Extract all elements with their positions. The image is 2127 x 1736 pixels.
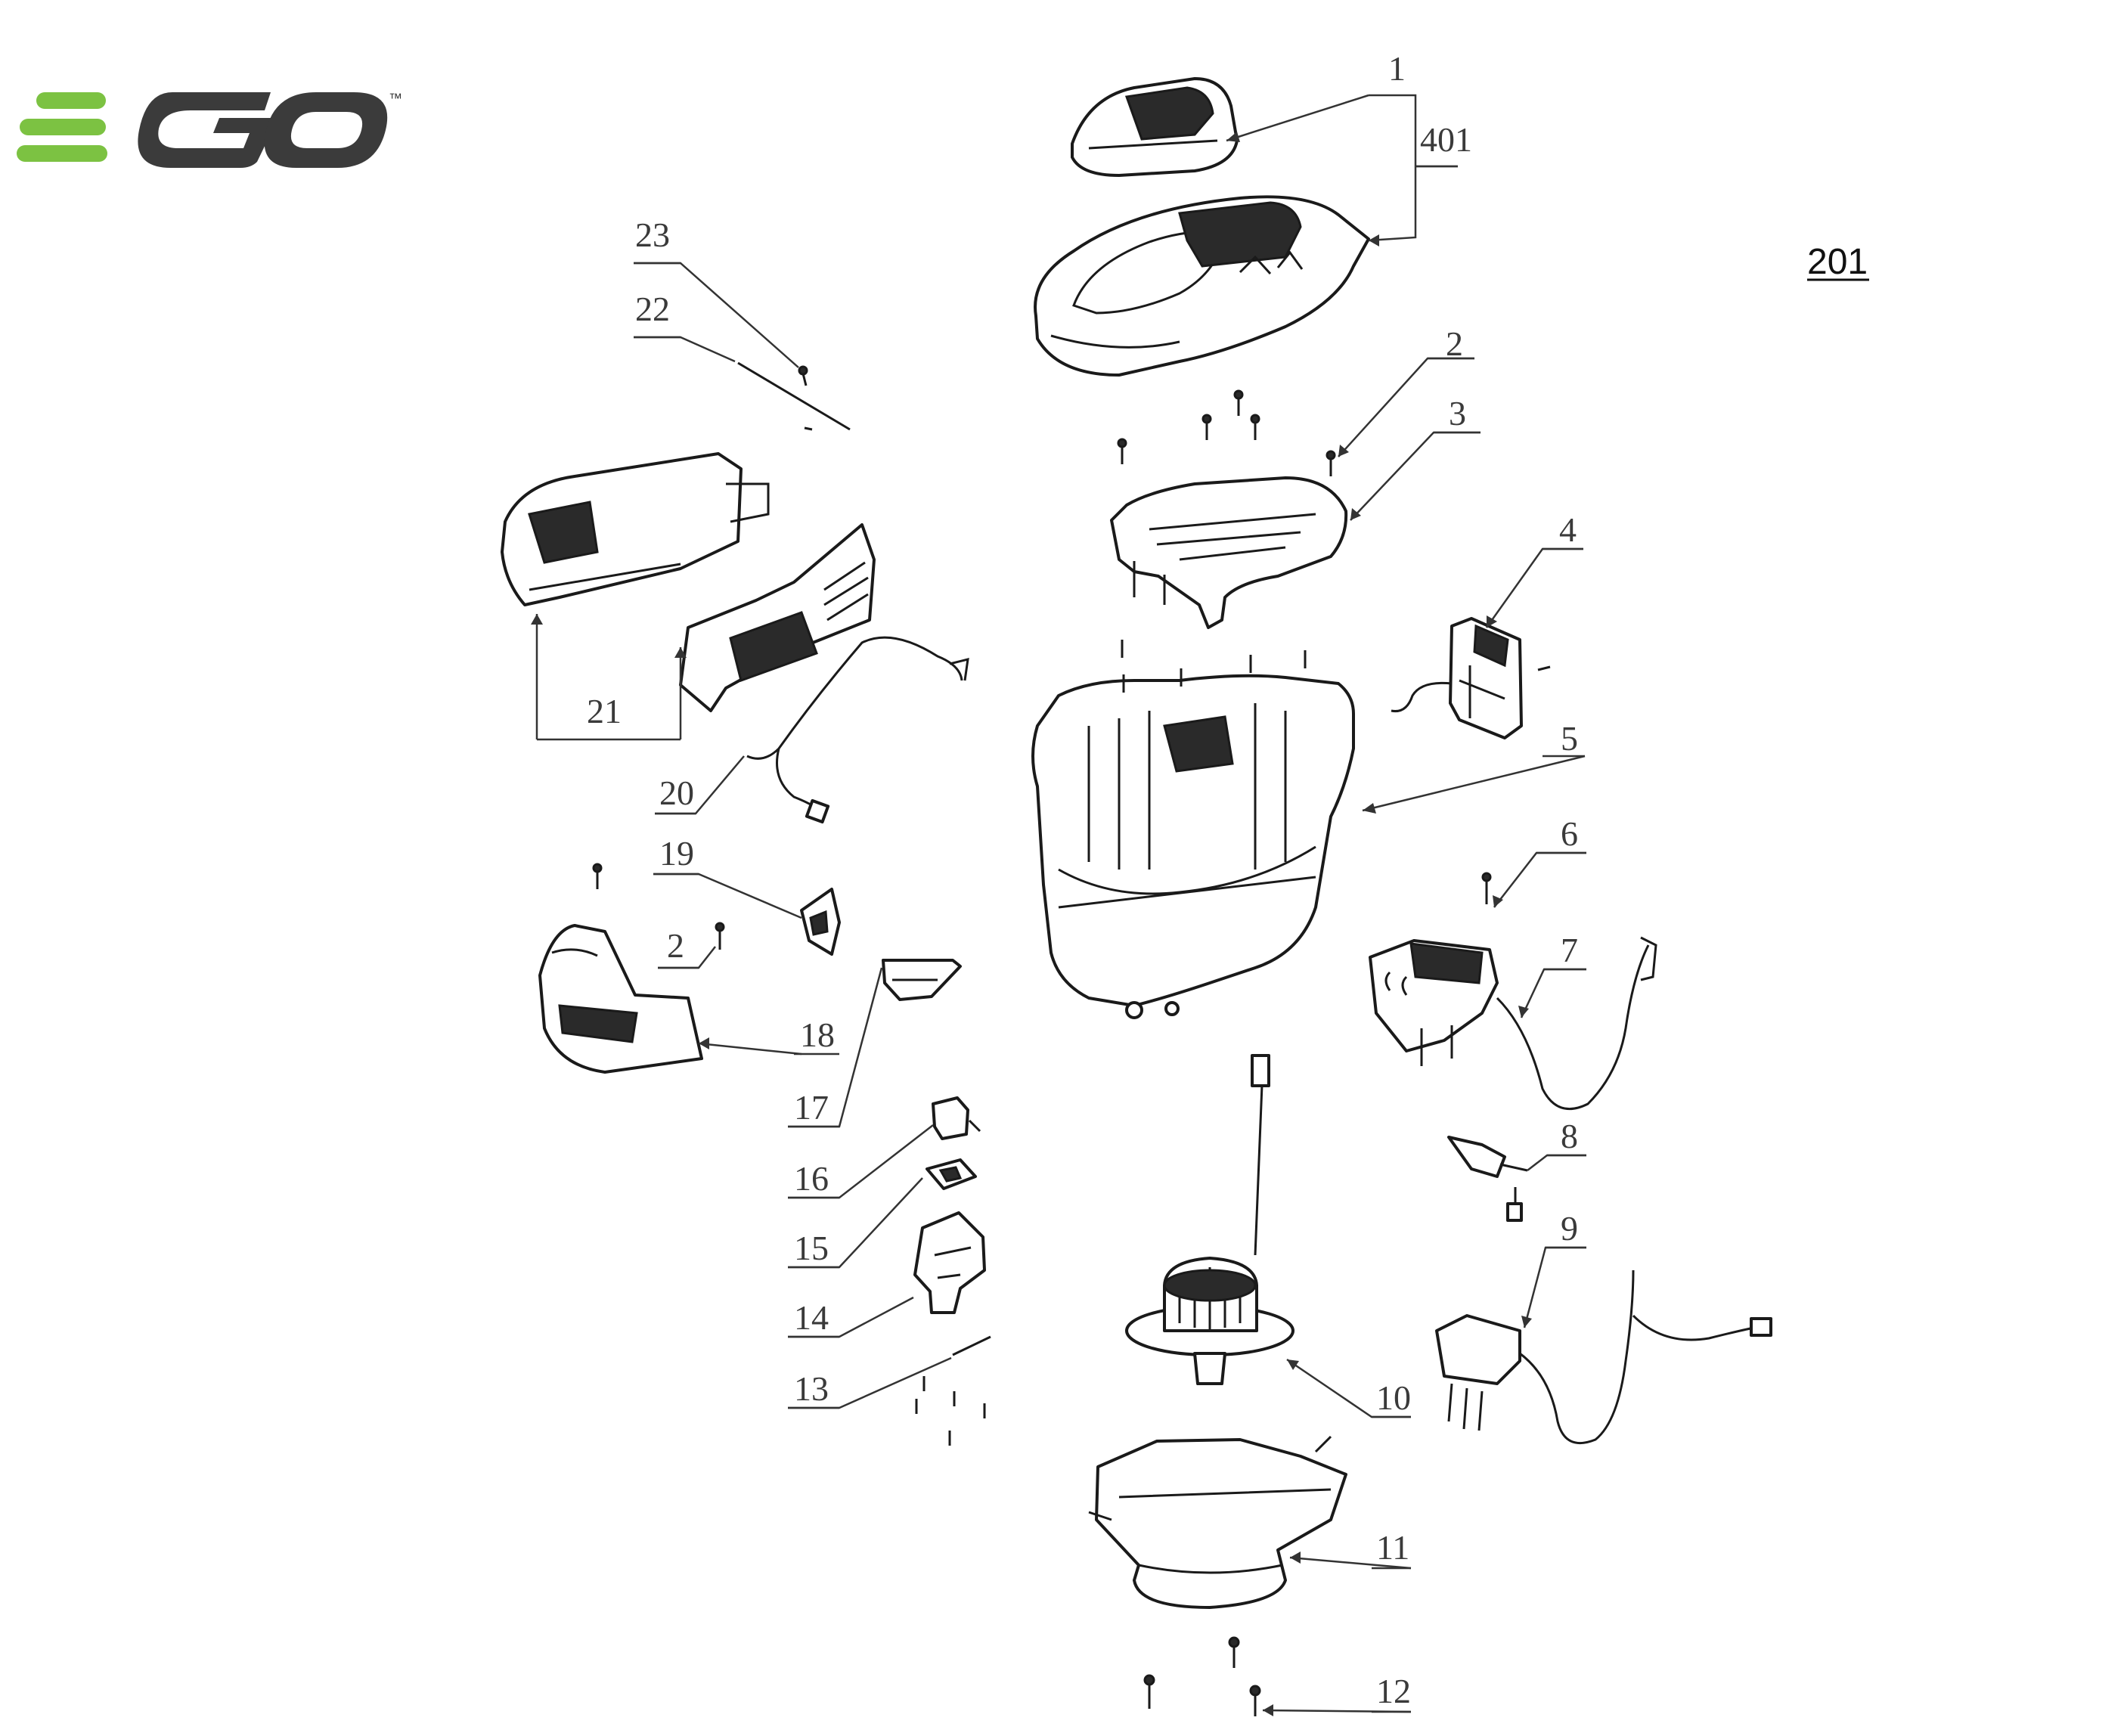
callout-2-lower: 2 [667,926,684,965]
part-21-side-housings [501,452,876,712]
callout-6: 6 [1561,814,1578,853]
callout-15: 15 [794,1229,829,1267]
part-5-screws [1121,640,1307,693]
part-23-screw [798,365,813,431]
callout-19: 19 [659,834,694,873]
part-17-lens [882,959,962,1001]
callout-22: 22 [635,290,670,328]
part-14-switch-housing [913,1211,986,1314]
callout-23: 23 [635,215,670,254]
part-4-terminal-bracket [1391,617,1551,739]
callout-5: 5 [1561,719,1578,758]
page-reference: 201 [1807,242,1868,282]
part-13-spring-screws [915,1335,991,1446]
part-18-front-panel [538,924,703,1074]
callout-17: 17 [794,1088,829,1127]
part-7-controller-board [1369,936,1657,1111]
callout-labels: 1 401 2 3 4 5 6 7 8 9 10 11 12 13 14 15 … [587,49,1578,1710]
part-19-clip [800,888,841,956]
callout-1: 1 [1388,49,1406,88]
part-12-screws [1143,1636,1261,1716]
callout-16: 16 [794,1159,829,1198]
part-15-switch-cap [926,1158,977,1190]
callout-3: 3 [1449,394,1466,432]
part-8-terminal [1447,1136,1528,1222]
callout-20: 20 [659,773,694,812]
trademark-symbol: ™ [389,91,402,106]
part-6-screw [1481,872,1492,904]
callout-underlines [634,165,1586,1713]
callout-9: 9 [1561,1209,1578,1248]
callout-13: 13 [794,1369,829,1408]
part-9-wire-harness [1435,1269,1772,1444]
callout-4: 4 [1559,510,1577,549]
part-401-top-cover [1034,195,1370,377]
callout-14: 14 [794,1298,829,1337]
callout-11: 11 [1376,1528,1409,1567]
callout-2-top: 2 [1446,324,1463,363]
part-22-pin [737,361,851,431]
part-1-battery-door [1071,77,1239,177]
callout-10: 10 [1376,1378,1411,1417]
part-10-motor [1125,1054,1294,1385]
ego-logo: ™ [17,91,402,168]
callout-21: 21 [587,692,622,730]
part-5-main-housing [1031,674,1355,1019]
part-2-screws-lower [592,863,725,950]
part-11-base [1088,1435,1347,1609]
part-20-led-wire [746,636,969,824]
part-2-screws-top [1117,389,1336,476]
callout-401: 401 [1420,120,1472,159]
callout-12: 12 [1376,1672,1411,1710]
part-3-cover-plate [1110,476,1348,629]
callout-18: 18 [800,1015,835,1054]
part-16-trigger [932,1096,981,1140]
callout-7: 7 [1561,931,1578,969]
callout-8: 8 [1561,1117,1578,1155]
